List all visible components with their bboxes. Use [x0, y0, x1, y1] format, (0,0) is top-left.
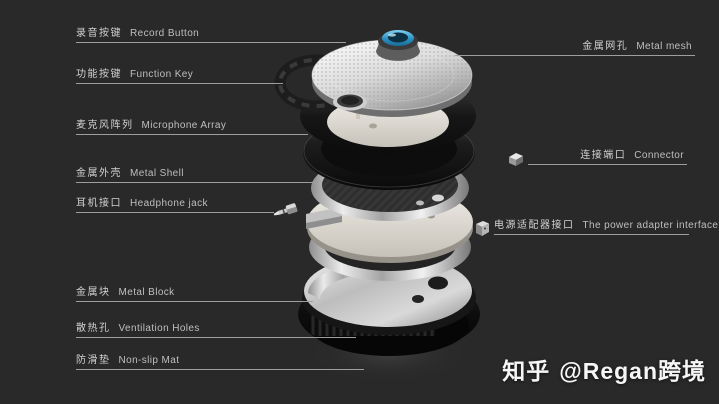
watermark-handle: @Regan跨境: [559, 358, 706, 384]
label-power-adapter-interface-en: The power adapter interface: [582, 220, 719, 231]
label-function-key-zh: 功能按键: [76, 69, 122, 80]
part-record-button: [376, 30, 420, 61]
label-non-slip-mat-zh: 防滑垫: [76, 355, 111, 366]
label-headphone-jack: 耳机接口 Headphone jack: [76, 196, 274, 213]
connector-port-icon: [509, 153, 523, 166]
power-adapter-port-icon: [476, 221, 489, 236]
watermark-site: 知乎: [502, 358, 551, 384]
label-power-adapter-interface-zh: 电源适配器接口: [494, 220, 575, 231]
label-power-adapter-interface: 电源适配器接口 The power adapter interface: [494, 218, 718, 235]
label-metal-shell-zh: 金属外壳: [76, 168, 122, 179]
headphone-plug-icon: [273, 203, 298, 216]
label-connector: 连接端口 Connector: [528, 148, 687, 165]
label-non-slip-mat: 防滑垫 Non-slip Mat: [76, 353, 364, 370]
label-microphone-array-zh: 麦克风阵列: [76, 120, 134, 131]
label-record-button: 录音按键 Record Button: [76, 26, 346, 43]
label-metal-mesh-zh: 金属网孔: [582, 41, 629, 52]
label-headphone-jack-zh: 耳机接口: [76, 198, 122, 209]
label-non-slip-mat-en: Non-slip Mat: [118, 355, 180, 366]
label-metal-block-zh: 金属块: [76, 287, 111, 298]
label-headphone-jack-en: Headphone jack: [130, 198, 208, 209]
label-metal-block: 金属块 Metal Block: [76, 285, 313, 302]
label-function-key: 功能按键 Function Key: [76, 67, 283, 84]
label-metal-shell: 金属外壳 Metal Shell: [76, 166, 318, 183]
part-metal-mesh-disc: [311, 39, 473, 117]
label-ventilation-holes: 散热孔 Ventilation Holes: [76, 321, 356, 338]
label-microphone-array-en: Microphone Array: [141, 120, 227, 131]
device-exploded-view: [274, 30, 480, 384]
label-metal-shell-en: Metal Shell: [130, 168, 184, 179]
label-metal-mesh-en: Metal mesh: [636, 41, 692, 52]
label-ventilation-holes-zh: 散热孔: [76, 323, 111, 334]
label-ventilation-holes-en: Ventilation Holes: [118, 323, 200, 334]
label-connector-zh: 连接端口: [580, 150, 627, 161]
label-function-key-en: Function Key: [130, 69, 194, 80]
label-record-button-en: Record Button: [130, 28, 200, 39]
label-connector-en: Connector: [634, 150, 684, 161]
label-metal-block-en: Metal Block: [118, 287, 175, 298]
label-record-button-zh: 录音按键: [76, 28, 122, 39]
watermark: 知乎 @Regan跨境: [502, 352, 706, 386]
label-microphone-array: 麦克风阵列 Microphone Array: [76, 118, 308, 135]
label-metal-mesh: 金属网孔 Metal mesh: [455, 39, 695, 56]
